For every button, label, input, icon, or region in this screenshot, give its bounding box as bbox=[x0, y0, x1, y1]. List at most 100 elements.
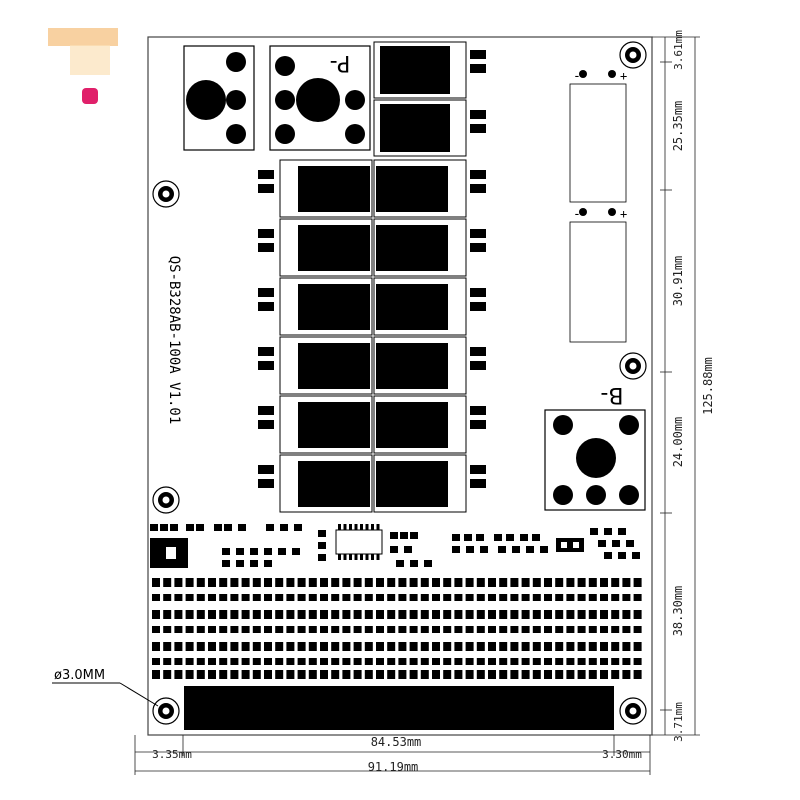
gate-pad-l2-4 bbox=[258, 420, 274, 429]
conn2-plus: + bbox=[620, 207, 627, 221]
balance-resistor-6-35 bbox=[544, 670, 552, 679]
balance-resistor-4-9 bbox=[252, 642, 261, 651]
balance-resistor-5-9 bbox=[252, 658, 261, 665]
smd-part-13 bbox=[250, 548, 258, 555]
balance-resistor-0-41 bbox=[611, 578, 620, 587]
balance-resistor-2-12 bbox=[286, 610, 295, 619]
smd-part-4 bbox=[196, 524, 204, 531]
smd-part-1 bbox=[160, 524, 168, 531]
balance-resistor-0-18 bbox=[353, 578, 362, 587]
balance-resistor-6-26 bbox=[443, 670, 452, 679]
balance-resistor-6-37 bbox=[566, 670, 575, 679]
balance-resistor-3-3 bbox=[185, 626, 194, 633]
balance-resistor-3-28 bbox=[465, 626, 474, 633]
balance-resistor-1-22 bbox=[398, 594, 407, 601]
balance-resistor-3-21 bbox=[387, 626, 396, 633]
ic-pin-bot-6 bbox=[371, 554, 374, 560]
fuse bbox=[556, 538, 584, 552]
balance-resistor-5-15 bbox=[320, 658, 328, 665]
balance-resistor-3-37 bbox=[566, 626, 575, 633]
balance-resistor-0-25 bbox=[432, 578, 440, 587]
b-minus-label: B- bbox=[600, 382, 623, 407]
smd-part-17 bbox=[222, 560, 230, 567]
balance-resistor-0-37 bbox=[566, 578, 575, 587]
balance-resistor-6-24 bbox=[420, 670, 429, 679]
balance-resistor-6-43 bbox=[633, 670, 642, 679]
smd-part-27 bbox=[390, 546, 398, 553]
fuse-pad-r bbox=[573, 542, 579, 548]
balance-resistor-2-14 bbox=[308, 610, 317, 619]
smd-part-11 bbox=[222, 548, 230, 555]
smd-part-51 bbox=[626, 540, 634, 547]
ic-chip bbox=[335, 529, 383, 555]
mosfet-top-column bbox=[373, 41, 486, 157]
b-minus-pad: B- bbox=[544, 382, 646, 511]
balance-resistor-4-11 bbox=[275, 642, 284, 651]
balance-resistor-4-33 bbox=[521, 642, 530, 651]
balance-resistor-5-41 bbox=[611, 658, 620, 665]
balance-resistor-3-29 bbox=[476, 626, 485, 633]
balance-resistor-1-34 bbox=[532, 594, 541, 601]
hole-diameter-label: ø3.0MM bbox=[54, 668, 105, 683]
balance-resistor-5-28 bbox=[465, 658, 474, 665]
balance-connector-2: - + bbox=[569, 207, 627, 343]
smd-part-15 bbox=[278, 548, 286, 555]
balance-resistor-6-4 bbox=[196, 670, 205, 679]
balance-resistor-5-32 bbox=[510, 658, 519, 665]
balance-resistor-3-32 bbox=[510, 626, 519, 633]
balance-resistor-6-19 bbox=[364, 670, 373, 679]
ic-pin-bot-5 bbox=[365, 554, 369, 560]
gate-pad-r2-0 bbox=[470, 184, 486, 193]
balance-connector-1: - + bbox=[569, 69, 627, 203]
dim-right-bottom-gap: 3.71mm bbox=[672, 702, 685, 742]
balance-resistor-4-41 bbox=[611, 642, 620, 651]
balance-resistor-1-5 bbox=[208, 594, 216, 601]
balance-resistor-6-3 bbox=[185, 670, 194, 679]
balance-resistor-1-43 bbox=[633, 594, 642, 601]
balance-resistor-3-40 bbox=[600, 626, 608, 633]
balance-resistor-2-18 bbox=[353, 610, 362, 619]
balance-resistor-5-24 bbox=[420, 658, 429, 665]
balance-resistor-0-22 bbox=[398, 578, 407, 587]
mounting-hole-center-0 bbox=[629, 51, 637, 59]
smd-part-53 bbox=[618, 552, 626, 559]
balance-resistor-0-43 bbox=[633, 578, 642, 587]
hole-callout: ø3.0MM bbox=[52, 668, 159, 707]
balance-resistor-4-36 bbox=[555, 642, 564, 651]
ic-pin-top-3 bbox=[354, 524, 358, 530]
balance-resistor-0-12 bbox=[286, 578, 295, 587]
smd-part-33 bbox=[464, 534, 472, 541]
balance-resistor-3-42 bbox=[622, 626, 631, 633]
balance-resistor-5-22 bbox=[398, 658, 407, 665]
balance-resistor-2-11 bbox=[275, 610, 284, 619]
balance-resistor-1-0 bbox=[152, 594, 160, 601]
balance-resistor-4-26 bbox=[443, 642, 452, 651]
balance-resistor-4-2 bbox=[174, 642, 183, 651]
balance-resistor-5-35 bbox=[544, 658, 552, 665]
balance-resistor-0-14 bbox=[308, 578, 317, 587]
balance-resistor-0-11 bbox=[275, 578, 284, 587]
balance-resistor-6-42 bbox=[622, 670, 631, 679]
logo-mark bbox=[48, 28, 118, 104]
balance-resistor-2-10 bbox=[264, 610, 272, 619]
balance-resistor-6-9 bbox=[252, 670, 261, 679]
balance-resistor-4-22 bbox=[398, 642, 407, 651]
balance-resistor-0-40 bbox=[600, 578, 608, 587]
balance-resistor-3-11 bbox=[275, 626, 284, 633]
smd-part-9 bbox=[280, 524, 288, 531]
balance-resistor-3-15 bbox=[320, 626, 328, 633]
balance-resistor-5-38 bbox=[577, 658, 586, 665]
balance-resistor-0-3 bbox=[185, 578, 194, 587]
balance-resistor-2-16 bbox=[331, 610, 340, 619]
dim-left-margin: 3.35mm bbox=[152, 748, 192, 761]
bottom-dimension-labels: 84.53mm 3.35mm 3.30mm 91.19mm bbox=[152, 735, 642, 774]
smd-part-25 bbox=[400, 532, 408, 539]
ic-pin-top-7 bbox=[376, 524, 380, 530]
smd-part-14 bbox=[264, 548, 272, 555]
balance-resistor-1-28 bbox=[465, 594, 474, 601]
smd-part-28 bbox=[404, 546, 412, 553]
balance-resistor-4-13 bbox=[297, 642, 306, 651]
balance-resistor-3-8 bbox=[241, 626, 250, 633]
ic-pin-top-1 bbox=[343, 524, 347, 530]
